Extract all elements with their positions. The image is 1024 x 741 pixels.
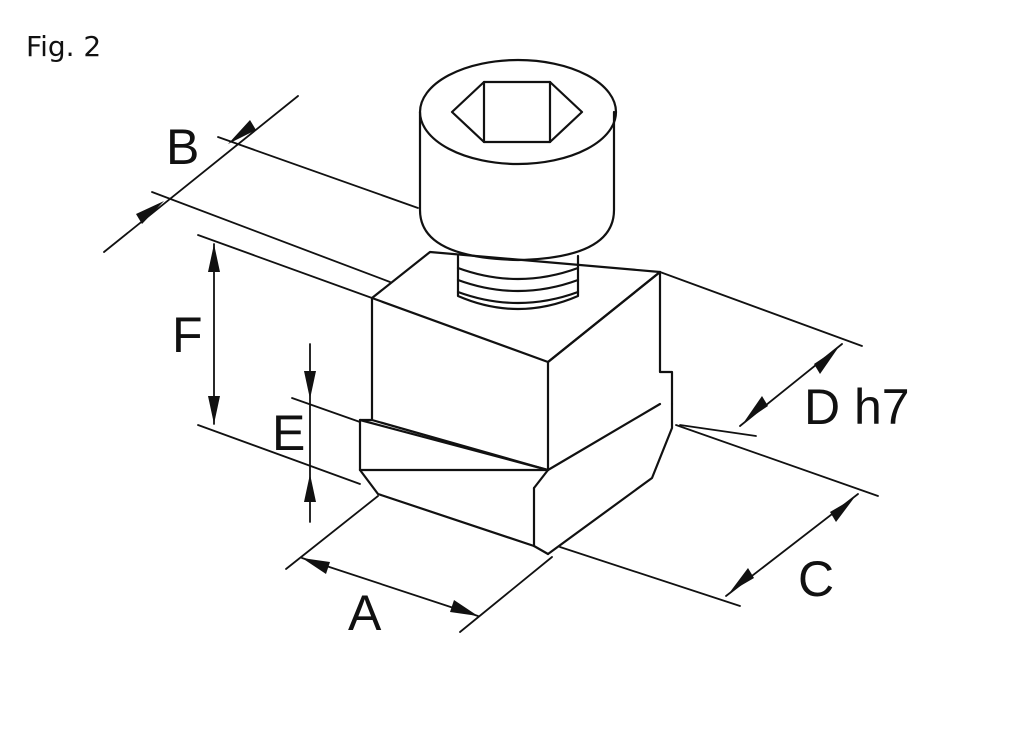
- dimension-e: [304, 343, 316, 523]
- t-slot-nut-body: [358, 250, 674, 556]
- label-a: A: [348, 585, 382, 641]
- dimension-c: [725, 493, 859, 597]
- label-e: E: [272, 405, 305, 461]
- dimension-a: [301, 557, 479, 617]
- label-c: C: [798, 551, 834, 607]
- label-d: D h7: [804, 379, 910, 435]
- label-f: F: [172, 307, 203, 363]
- socket-head-screw: [418, 58, 618, 311]
- dimension-b: [103, 95, 299, 253]
- extension-lines: [151, 136, 879, 633]
- dimension-d: [739, 343, 843, 427]
- dimension-f: [208, 243, 220, 425]
- figure-title: Fig. 2: [26, 30, 102, 63]
- label-b: B: [166, 119, 199, 175]
